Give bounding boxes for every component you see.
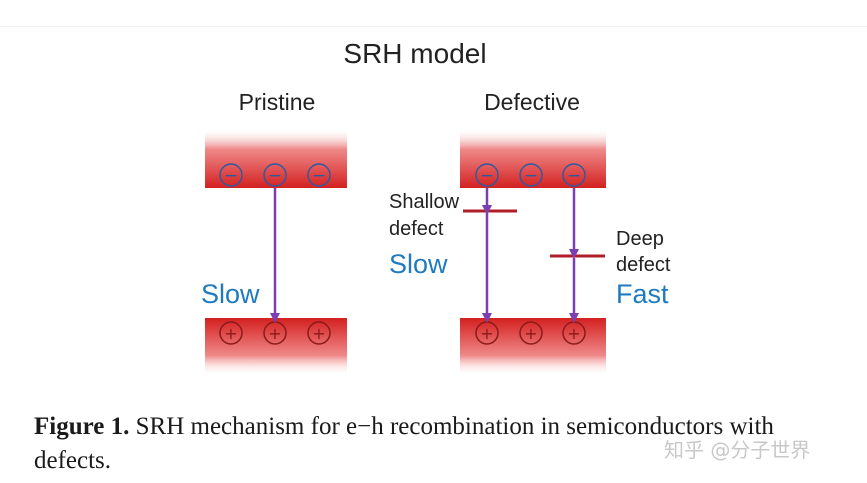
defective-electron: − (519, 163, 543, 187)
svg-text:−: − (524, 166, 538, 186)
svg-text:+: + (224, 324, 237, 343)
shallow-defect-label-line2: defect (389, 218, 444, 240)
defective-conduction-band (460, 128, 606, 188)
top-divider (0, 26, 867, 27)
svg-text:+: + (480, 324, 493, 343)
defective-electron: − (475, 163, 499, 187)
caption-text: SRH mechanism for e−h recombination in s… (34, 413, 774, 474)
defective-hole: + (519, 321, 543, 345)
srh-diagram: SRH model Pristine Defective − − − + + +… (201, 38, 671, 376)
pristine-heading: Pristine (239, 89, 316, 115)
pristine-hole: + (307, 321, 331, 345)
figure-caption: Figure 1. SRH mechanism for e−h recombin… (34, 410, 854, 478)
pristine-electron: − (263, 163, 287, 187)
svg-text:−: − (480, 166, 494, 186)
defective-heading: Defective (484, 89, 580, 115)
svg-text:−: − (567, 166, 581, 186)
pristine-electron: − (307, 163, 331, 187)
svg-text:−: − (312, 166, 326, 186)
deep-defect-label-line1: Deep (616, 228, 664, 250)
figure-label: Figure 1. (34, 413, 130, 440)
pristine-hole: + (219, 321, 243, 345)
deep-speed-label: Fast (616, 279, 669, 309)
shallow-defect-label-line1: Shallow (389, 191, 460, 213)
svg-text:+: + (524, 324, 537, 343)
shallow-speed-label: Slow (389, 249, 448, 279)
pristine-valence-band (205, 318, 347, 376)
pristine-conduction-band (205, 128, 347, 188)
svg-text:−: − (224, 166, 238, 186)
svg-text:−: − (268, 166, 282, 186)
svg-text:+: + (312, 324, 325, 343)
defective-electron: − (562, 163, 586, 187)
svg-text:+: + (268, 324, 281, 343)
pristine-speed-label: Slow (201, 279, 260, 309)
diagram-title: SRH model (343, 38, 486, 69)
zhihu-watermark: 知乎 @分子世界 (664, 438, 811, 462)
deep-defect-label-line2: defect (616, 254, 671, 276)
defective-valence-band (460, 318, 606, 376)
svg-text:+: + (567, 324, 580, 343)
pristine-electron: − (219, 163, 243, 187)
